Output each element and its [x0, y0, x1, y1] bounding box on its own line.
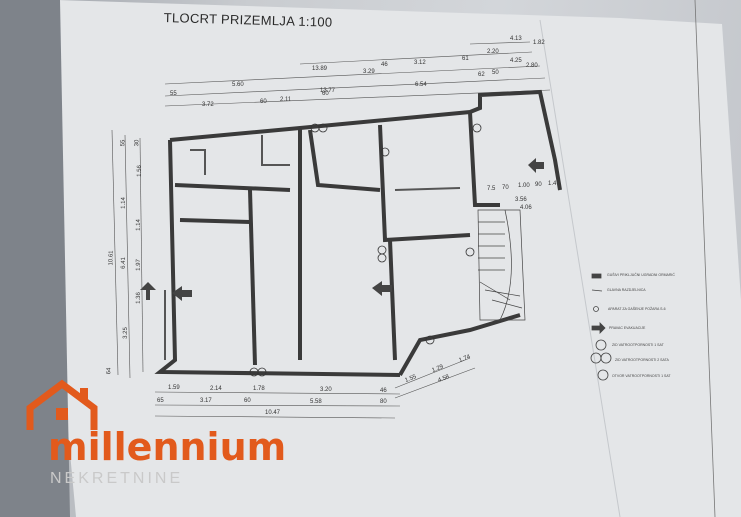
- dim-label: 50: [492, 70, 499, 76]
- dimension-lines-top: [164, 41, 551, 107]
- dim-label: 55: [120, 139, 127, 147]
- dim-label: 2.11: [280, 97, 292, 103]
- dim-label: 1.4: [548, 181, 557, 187]
- dim-label: 70: [502, 185, 509, 191]
- dim-label: 1.59: [168, 385, 180, 391]
- dim-label: 10.47: [265, 410, 281, 416]
- dim-label: 80: [380, 399, 387, 405]
- legend-item: OTVOR VATROOTPORNOSTI 1 SAT: [612, 374, 671, 378]
- plan-symbols: [249, 123, 482, 377]
- dim-label: 1.14: [120, 197, 127, 209]
- dim-label: 3.29: [363, 69, 375, 75]
- dim-label: 1.97: [135, 259, 142, 271]
- frame-right: [694, 0, 716, 517]
- brand-name: millennium: [48, 425, 287, 469]
- dim-label: 64: [106, 367, 113, 375]
- dim-label: 46: [380, 388, 387, 394]
- dim-label: 62: [478, 72, 485, 78]
- legend-item: GUŠIVI PRIKLJUČNI UGRADNI ORMARIĆ: [607, 273, 675, 277]
- dim-label: 3.20: [320, 387, 332, 393]
- dim-label: 3.17: [200, 398, 212, 404]
- dim-label: 2.14: [210, 386, 222, 392]
- inner-partitions: [164, 135, 461, 360]
- dim-label: 5.58: [310, 399, 322, 405]
- dim-label: 3.56: [515, 197, 527, 203]
- fold-line: [539, 19, 621, 517]
- dim-label: 55: [170, 91, 177, 97]
- dim-label: 1.78: [253, 386, 265, 392]
- dim-label: 3.12: [414, 60, 426, 66]
- dim-label: 1.36: [135, 292, 142, 304]
- legend-symbols: [590, 273, 612, 381]
- dim-label: 1.00: [518, 183, 530, 189]
- dim-label: 46: [381, 62, 388, 68]
- legend-item: GLAVNA RAZDJELNICA: [607, 288, 646, 292]
- dim-label: 13.77: [320, 88, 336, 94]
- dim-label: 90: [535, 182, 542, 188]
- dim-label: 6.41: [120, 257, 127, 269]
- dim-label: 4.13: [510, 36, 522, 42]
- legend-item: ZID VATROOTPORNOSTI 1 SAT: [612, 343, 664, 347]
- brand-subtitle: NEKRETNINE: [50, 470, 184, 487]
- dim-label: 60: [260, 99, 267, 105]
- dim-label: 1.14: [135, 219, 142, 231]
- dim-label: 1.56: [136, 165, 143, 177]
- legend-item: ZID VATROOTPORNOSTI 2 SATA: [615, 358, 669, 362]
- legend-item: APARAT ZA GAŠENJE POŽARA S-6: [608, 307, 666, 311]
- paper: [58, 0, 741, 517]
- dim-label: 4.06: [520, 205, 532, 211]
- dim-label: 30: [134, 139, 141, 147]
- dimension-lines-left: [111, 129, 144, 379]
- dim-label: 3.25: [122, 327, 129, 339]
- dim-label: 4.25: [510, 58, 522, 64]
- staircase: [477, 209, 526, 321]
- dimension-lines-bottom: [154, 357, 476, 419]
- dim-label: 3.72: [202, 102, 214, 108]
- dim-label: 2.20: [487, 49, 499, 55]
- legend-item: PRAVAC EVAKUACIJE: [609, 326, 646, 330]
- dim-label: 10.61: [108, 250, 115, 266]
- dim-label: 65: [157, 398, 164, 404]
- dim-label: 6.54: [415, 82, 427, 88]
- dim-label: 61: [462, 56, 469, 62]
- dim-label: 2.80: [526, 63, 538, 69]
- house-logo-icon: [26, 379, 98, 430]
- dim-label: 7.5: [487, 186, 496, 192]
- dim-label: 5.60: [232, 82, 244, 88]
- floor-plan-walls: [154, 89, 562, 377]
- dim-label: 60: [244, 398, 251, 404]
- evacuation-arrows: [140, 158, 544, 301]
- dim-label: 60: [322, 91, 329, 97]
- dim-label: 13.89: [312, 66, 328, 72]
- dim-label: 1.82: [533, 40, 545, 46]
